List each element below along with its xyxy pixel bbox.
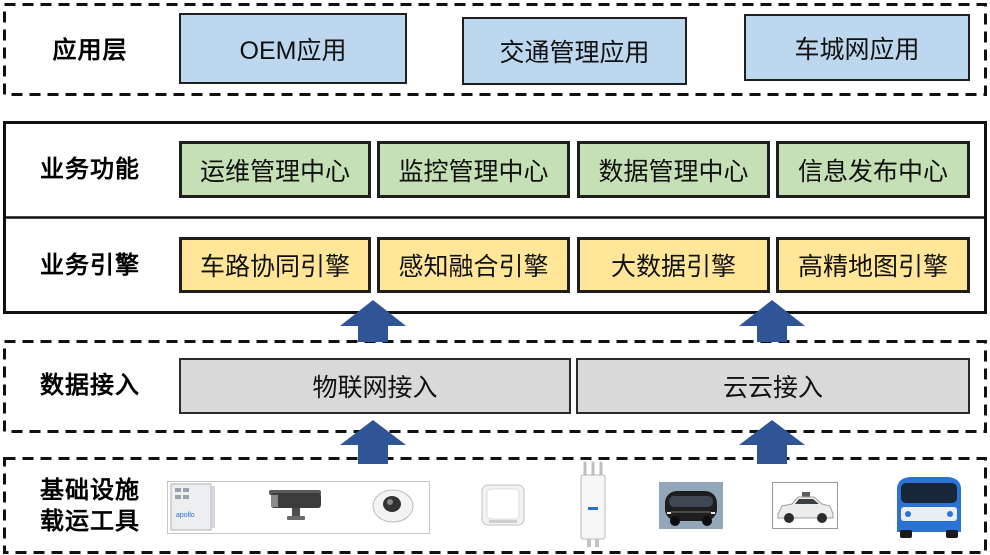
camera-body <box>271 493 321 508</box>
app-layer-label: 应用层 <box>52 36 128 64</box>
infrastructure-label: 基础设施 载运工具 <box>6 461 174 551</box>
car-roof-sensor <box>802 492 810 497</box>
bus-headlight <box>947 511 953 517</box>
app-box-vehicle-city-network: 车城网应用 <box>744 14 970 81</box>
function-box-operations: 运维管理中心 <box>179 141 371 198</box>
function-box-data-management: 数据管理中心 <box>577 141 770 198</box>
camera-front <box>271 495 278 507</box>
function-box-monitoring: 监控管理中心 <box>377 141 570 198</box>
data-access-label: 数据接入 <box>40 371 140 399</box>
shuttle-window <box>669 496 713 507</box>
cabinet-vent <box>175 495 181 499</box>
access-box-cloud-to-cloud: 云云接入 <box>576 358 970 414</box>
cabinet-body <box>170 483 212 531</box>
fisheye-camera-icon <box>372 489 414 523</box>
bus-headlight <box>905 511 911 517</box>
shuttle-light <box>711 512 715 514</box>
rsu-connector <box>587 539 591 547</box>
autonomous-bus-icon <box>897 477 961 538</box>
car-body <box>777 496 834 519</box>
edge-box-face <box>486 488 520 520</box>
cabinet-vent <box>183 495 189 499</box>
bullet-camera-icon <box>269 490 321 520</box>
business-engine-label: 业务引擎 <box>40 251 140 279</box>
business-function-label: 业务功能 <box>40 155 140 183</box>
car-wheel <box>817 513 827 523</box>
cabinet-side <box>211 486 215 528</box>
edge-computing-box-icon <box>481 484 525 526</box>
infrastructure-label-line-1: 基础设施 <box>40 477 140 504</box>
up-arrow-icon <box>739 420 805 464</box>
bus-wheel <box>946 530 958 538</box>
bus-front-panel <box>901 507 957 521</box>
function-box-info-publishing: 信息发布中心 <box>776 141 970 198</box>
up-arrow-icon <box>340 420 406 464</box>
rsu-badge <box>588 507 598 510</box>
up-arrow-icon <box>340 300 406 342</box>
engine-box-perception-fusion: 感知融合引擎 <box>377 237 570 293</box>
cabinet-vent <box>183 488 189 492</box>
bus-wheel <box>900 530 912 538</box>
car-window <box>795 499 819 504</box>
roadside-unit-icon <box>580 461 606 547</box>
autonomous-shuttle-icon <box>659 482 723 529</box>
camera-base <box>287 516 305 520</box>
fisheye-lens <box>387 499 393 505</box>
shuttle-light <box>667 512 671 514</box>
app-box-traffic-management: 交通管理应用 <box>462 17 687 85</box>
engine-box-v2x: 车路协同引擎 <box>179 237 371 293</box>
cabinet-vent <box>175 488 181 492</box>
shuttle-trim <box>671 511 711 513</box>
infrastructure-label-line-2: 载运工具 <box>40 508 140 535</box>
roadside-cabinet-icon: apollo <box>170 483 215 531</box>
access-box-iot: 物联网接入 <box>179 358 571 414</box>
shuttle-wheel <box>670 516 680 526</box>
cabinet-logo: apollo <box>176 512 195 519</box>
bus-windshield <box>901 483 957 503</box>
camera-mount <box>292 508 300 516</box>
autonomous-car-icon <box>772 482 838 529</box>
app-box-oem: OEM应用 <box>179 13 407 84</box>
rsu-connector <box>595 539 599 547</box>
car-wheel <box>784 513 794 523</box>
engine-box-big-data: 大数据引擎 <box>577 237 770 293</box>
engine-box-hd-map: 高精地图引擎 <box>776 237 970 293</box>
edge-box-base <box>489 520 517 523</box>
shuttle-wheel <box>702 516 712 526</box>
up-arrow-icon <box>739 300 805 342</box>
